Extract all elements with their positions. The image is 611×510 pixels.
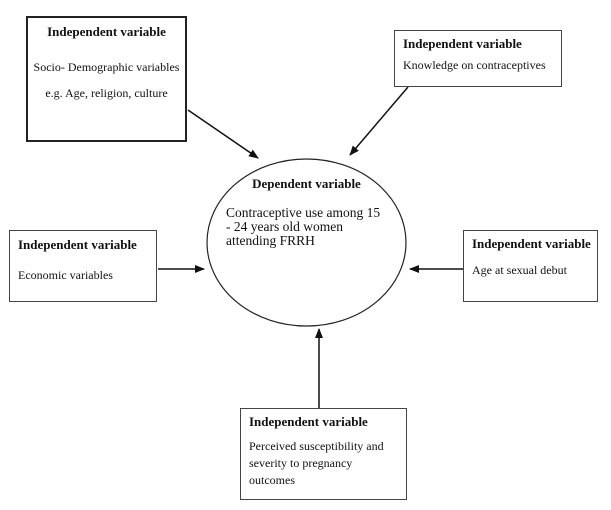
independent-variable-title: Independent variable: [47, 24, 166, 39]
independent-variable-text: Socio- Demographic variables e.g. Age, r…: [33, 60, 180, 100]
independent-variable-title: Independent variable: [472, 236, 591, 251]
dependent-variable-text: Contraceptive use among 15 - 24 years ol…: [226, 205, 381, 248]
independent-variable-text: Age at sexual debut: [472, 263, 567, 277]
independent-variable-economic: Independent variable Economic variables: [9, 230, 157, 302]
independent-variable-text: Knowledge on contraceptives: [403, 58, 546, 72]
independent-variable-text: Perceived susceptibility and severity to…: [249, 439, 384, 487]
dependent-variable-node: Dependent variable Contraceptive use amo…: [206, 158, 407, 327]
independent-variable-knowledge: Independent variable Knowledge on contra…: [394, 30, 562, 87]
independent-variable-socio-demographic: Independent variable Socio- Demographic …: [26, 16, 187, 142]
independent-variable-perceived-susceptibility: Independent variable Perceived susceptib…: [240, 408, 407, 500]
independent-variable-age-sexual-debut: Independent variable Age at sexual debut: [463, 230, 598, 302]
independent-variable-title: Independent variable: [249, 414, 368, 429]
independent-variable-text: Economic variables: [18, 268, 113, 282]
independent-variable-title: Independent variable: [18, 237, 137, 252]
dependent-variable-ellipse: [206, 158, 407, 327]
independent-variable-title: Independent variable: [403, 36, 522, 51]
dependent-variable-title: Dependent variable: [252, 176, 361, 191]
arrow-socio-to-dependent: [187, 109, 259, 159]
arrow-knowledge-to-dependent: [349, 86, 409, 156]
